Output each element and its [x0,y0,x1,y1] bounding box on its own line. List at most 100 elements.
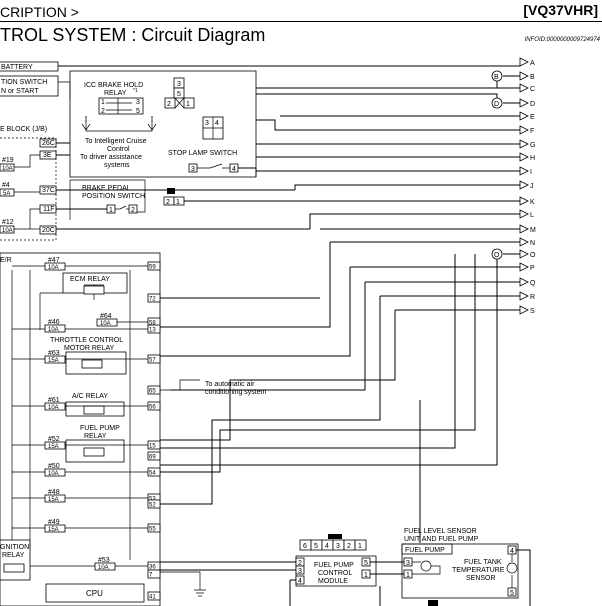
icc-relay-symbol: 1 2 3 5 [98,97,144,115]
svg-text:FUEL TANK: FUEL TANK [464,559,502,566]
ipdm-label: E/R [0,257,12,264]
section-breadcrumb: CRIPTION > [0,4,79,20]
svg-text:A/C RELAY: A/C RELAY [72,393,108,400]
svg-text:54: 54 [149,471,156,477]
svg-text:5: 5 [510,590,514,597]
ipdm-terminal-54: 54 [147,467,161,477]
svg-text:H: H [530,155,535,162]
svg-text:15A: 15A [48,444,59,450]
ipdm-terminal-52: 52 [147,499,161,509]
fuse-4 [0,188,15,197]
wire-p [160,266,520,357]
svg-text:5: 5 [177,91,181,98]
svg-text:41: 41 [149,595,156,601]
svg-text:O: O [494,252,500,259]
wire-ign [58,81,71,100]
svg-text:P: P [530,265,535,272]
svg-text:36: 36 [149,565,156,571]
fuse-4-number: #4 [2,182,10,189]
icc-to-label-4: systems [104,162,130,169]
connector-j: J [519,180,534,190]
jb-terminal-3e: 3E [39,150,57,160]
cpu-block: CPU [45,583,145,603]
svg-text:53: 53 [149,497,156,503]
fuse-block-label: E BLOCK (J/B) [0,126,47,133]
fpcm-connector-pin-label: 3 [336,543,340,550]
to-ac-arrow [160,379,200,391]
jb-terminal-26c: 26C [39,138,57,148]
wire-o-down3 [160,254,456,449]
svg-text:2: 2 [166,199,170,206]
connector-o: O [519,249,536,259]
svg-text:2: 2 [131,207,135,214]
icc-arrows [85,116,153,124]
svg-text:1: 1 [186,101,190,108]
fpcm-box: FUEL PUMP CONTROL MODULE 2 3 4 5 1 [295,555,377,587]
svg-text:10A: 10A [48,327,59,333]
svg-text:A: A [530,60,535,67]
svg-text:11F: 11F [43,206,55,213]
fpcm-connector-pin-label: 1 [358,543,362,550]
connector-q: Q [519,277,536,287]
icc-relay-label-1: ICC BRAKE HOLD [84,82,143,89]
svg-text:D: D [494,101,499,108]
svg-text:M: M [530,227,536,234]
svg-text:#63: #63 [48,350,60,357]
svg-text:3: 3 [298,568,302,575]
svg-text:1: 1 [364,572,368,579]
icc-relay-note: *1 [133,88,138,94]
icc-to-label-1: To Intelligent Cruise [85,138,147,145]
svg-text:4: 4 [298,578,302,585]
ipdm-terminal-41: 41 [147,591,161,601]
svg-text:RELAY: RELAY [84,433,107,440]
connector-n: N [519,237,535,247]
svg-text:1: 1 [109,207,113,214]
wire-tank-sensor [516,549,531,606]
connector-b: B [519,71,535,81]
wire-j [294,184,520,190]
throttle-relay: THROTTLE CONTROL MOTOR RELAY [50,337,127,375]
fpcm-connector-pin-label: 6 [303,543,307,550]
brake-pedal-label-2: POSITION SWITCH [82,193,145,200]
icc-to-label-3: To driver assistance [80,154,142,161]
ipdm-outline [0,252,161,606]
svg-text:N: N [530,240,535,247]
svg-text:1: 1 [101,99,105,106]
connector-g: G [519,139,535,149]
svg-text:10A: 10A [48,405,59,411]
wire-f [256,119,520,131]
svg-text:TEMPERATURE: TEMPERATURE [452,567,505,574]
svg-text:3: 3 [136,99,140,106]
svg-text:10A: 10A [98,565,109,571]
svg-text:26C: 26C [42,140,55,147]
svg-text:3: 3 [177,81,181,88]
svg-text:O: O [530,252,536,259]
svg-text:#49: #49 [48,519,60,526]
svg-text:3E: 3E [43,152,52,159]
svg-text:#53: #53 [98,557,110,564]
ipdm-terminal-57: 57 [147,354,161,364]
wire-b-c [256,75,520,89]
svg-text:15: 15 [149,444,156,450]
svg-text:2: 2 [101,108,105,115]
icc-relay-connector: 3 5 2 1 [164,77,195,109]
svg-text:7: 7 [149,573,153,579]
svg-text:59: 59 [149,265,156,271]
svg-text:5: 5 [364,560,368,567]
svg-text:1: 1 [176,199,180,206]
svg-text:4: 4 [510,548,514,555]
svg-text:GNITION: GNITION [0,544,29,551]
svg-text:#48: #48 [48,489,60,496]
svg-text:15A: 15A [48,527,59,533]
svg-text:2: 2 [167,101,171,108]
wire-stoplamp [238,167,257,177]
svg-text:B: B [494,74,499,81]
wire-s-down [160,310,396,441]
svg-text:#50: #50 [48,463,60,470]
svg-text:#46: #46 [48,319,60,326]
connector-l: L [519,209,534,219]
wire-n [160,241,520,328]
